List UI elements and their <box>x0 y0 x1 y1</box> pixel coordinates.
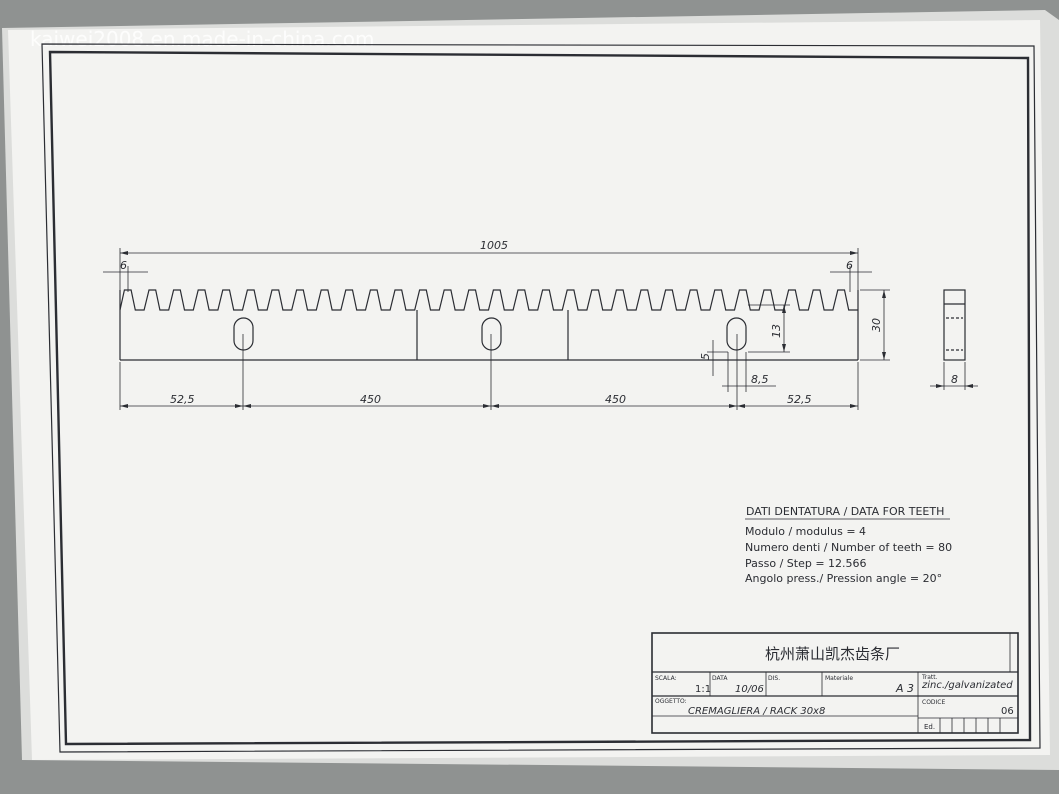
teeth-data-modulus: Modulo / modulus = 4 <box>745 525 866 538</box>
scale-value: 1:1 <box>695 684 711 695</box>
dimension-arrows <box>120 251 973 408</box>
dim-6-right-label: 6 <box>846 259 853 272</box>
arrow <box>120 404 128 408</box>
paper-sheet <box>8 20 1050 760</box>
dim-5-label: 5 <box>699 353 712 360</box>
code-value: 06 <box>1001 706 1014 717</box>
arrow <box>882 352 886 360</box>
object-value: CREMAGLIERA / RACK 30x8 <box>688 706 825 717</box>
rack-slot-2 <box>481 317 502 351</box>
teeth-data-step: Passo / Step = 12.566 <box>745 557 867 570</box>
arrow <box>243 404 251 408</box>
arrow <box>729 404 737 408</box>
arrow <box>235 404 243 408</box>
dim-450-b-label: 450 <box>605 393 626 406</box>
side-view-body <box>943 289 966 361</box>
rack-side-view <box>943 289 966 361</box>
format-value: A 3 <box>895 682 914 695</box>
arrow <box>850 404 858 408</box>
title-block <box>651 632 1019 734</box>
inner-frame <box>48 50 1032 746</box>
watermark-text: kaiwei2008.en.made-in-china.com <box>30 27 375 51</box>
rack-slot-1 <box>233 317 254 351</box>
arrow <box>782 305 786 313</box>
arrow <box>737 404 745 408</box>
dim-525-right-label: 52,5 <box>787 393 812 406</box>
edition-label: Ed. <box>924 723 935 731</box>
material-label: Materiale <box>825 675 853 682</box>
dim-525-left-label: 52,5 <box>170 393 195 406</box>
arrow <box>782 344 786 352</box>
dim-6-left-label: 6 <box>120 259 127 272</box>
arrow <box>936 384 944 388</box>
arrow <box>491 404 499 408</box>
dim-85-label: 8,5 <box>751 373 769 386</box>
teeth-data-angle: Angolo press./ Pression angle = 20° <box>745 572 942 585</box>
dim-30-label: 30 <box>870 318 883 332</box>
dim-450-a-label: 450 <box>360 393 381 406</box>
treatment-value: zinc./galvanizated <box>921 680 1013 691</box>
teeth-data-number: Numero denti / Number of teeth = 80 <box>745 541 952 554</box>
code-label: CODICE <box>922 699 945 706</box>
teeth-data-title: DATI DENTATURA / DATA FOR TEETH <box>746 505 944 518</box>
arrow <box>120 251 128 255</box>
edition-boxes <box>939 718 1001 733</box>
arrow <box>965 384 973 388</box>
dim-13-label: 13 <box>770 324 783 338</box>
date-label: DATA <box>712 675 728 682</box>
dimension-labels: 1005 6 6 30 13 5 8,5 52,5 450 450 52,5 8 <box>120 239 958 406</box>
drawing-frame <box>41 43 1041 753</box>
dim-1005-label: 1005 <box>480 239 508 252</box>
teeth-data-block: DATI DENTATURA / DATA FOR TEETH Modulo /… <box>745 505 952 585</box>
company-name: 杭州萧山凯杰齿条厂 <box>765 645 900 663</box>
treatment-label: Tratt. <box>921 674 938 681</box>
rack-front-view <box>119 289 859 361</box>
arrow <box>483 404 491 408</box>
arrow <box>882 290 886 298</box>
scale-label: SCALA: <box>655 675 677 682</box>
rack-teeth-profile <box>119 289 858 311</box>
drawn-label: DIS. <box>768 675 780 682</box>
outer-frame <box>41 43 1041 753</box>
object-label: OGGETTO: <box>655 698 687 705</box>
rack-slot-3 <box>726 317 747 351</box>
title-block-frame <box>651 632 1019 734</box>
arrow <box>850 251 858 255</box>
date-value: 10/06 <box>735 684 764 695</box>
title-block-text: 杭州萧山凯杰齿条厂 SCALA: 1:1 DATA 10/06 DIS. Mat… <box>655 645 1014 731</box>
dim-8-label: 8 <box>951 373 958 386</box>
